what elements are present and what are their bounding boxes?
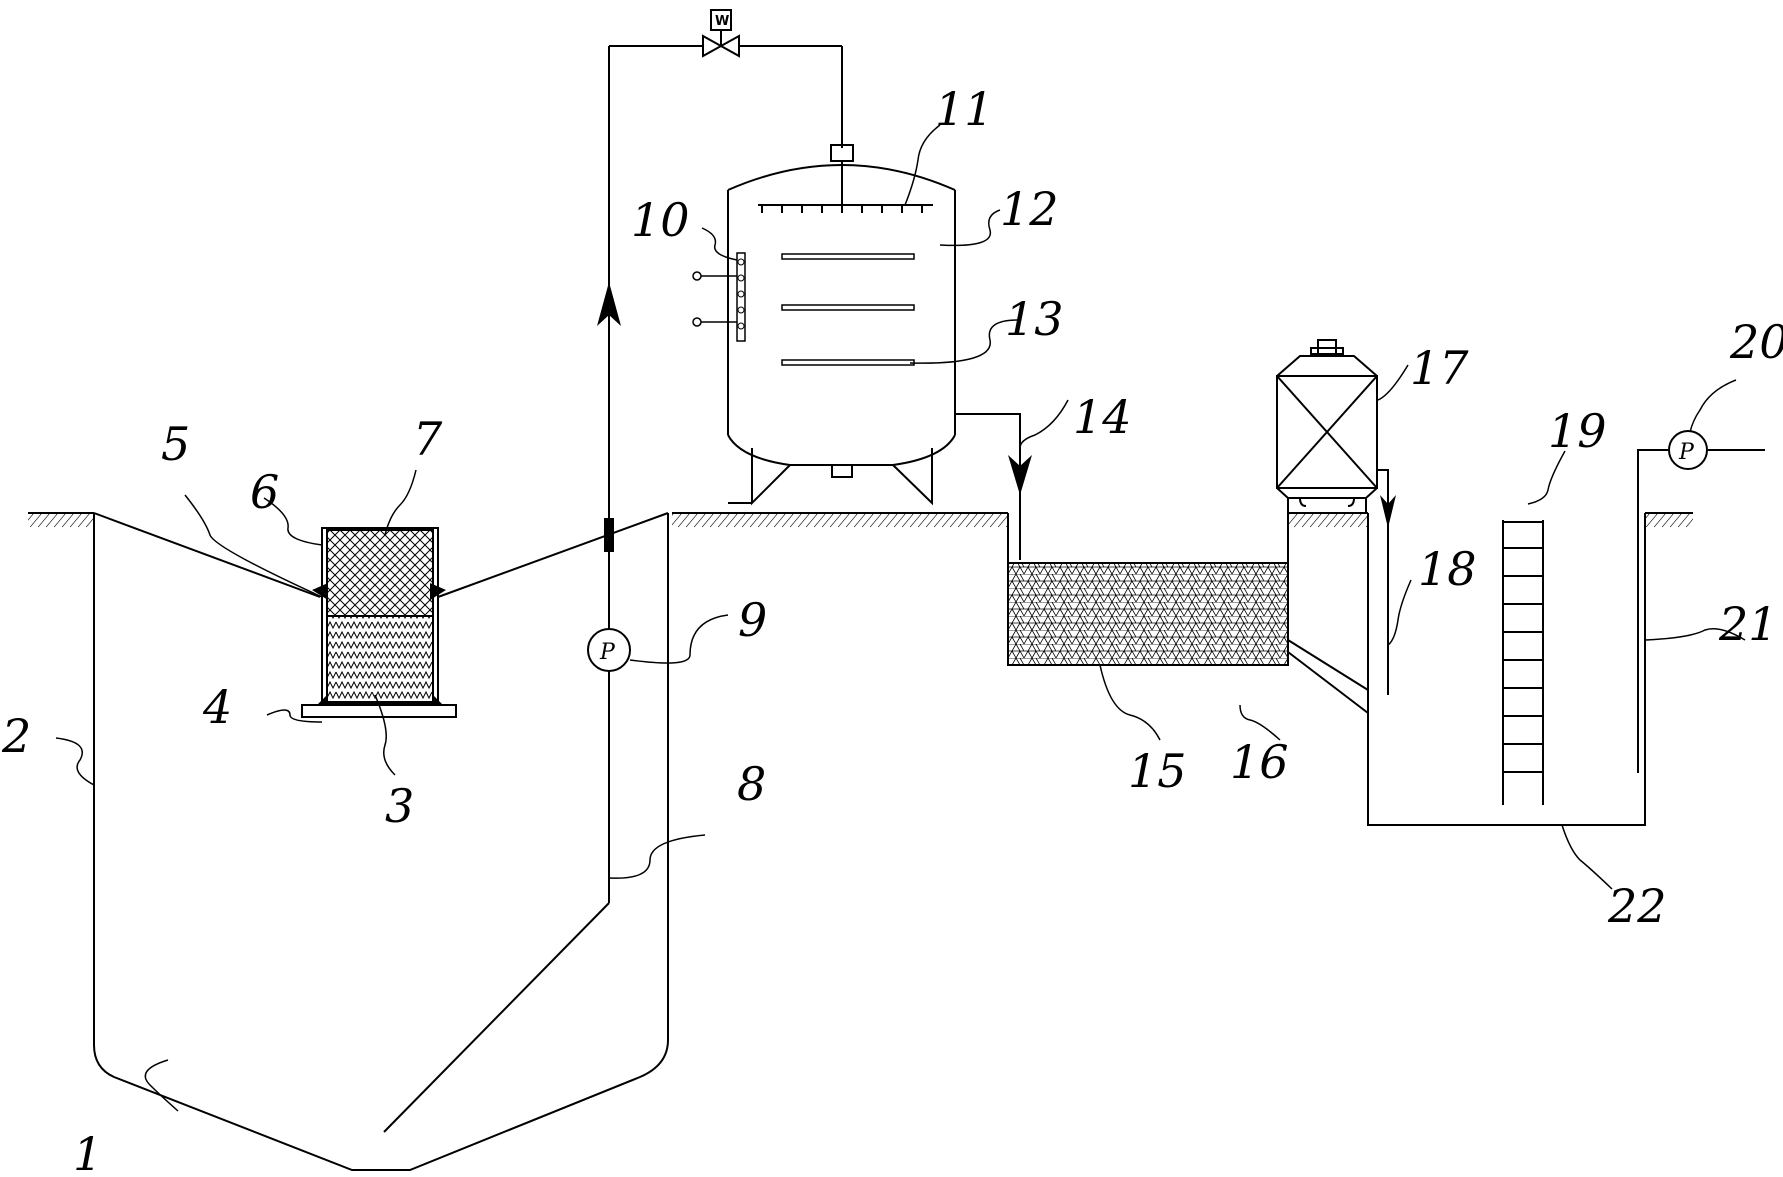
pump-20-symbol: P <box>1678 440 1695 465</box>
label-18: 18 <box>1418 542 1477 596</box>
reaction-tank <box>692 144 956 506</box>
label-4: 4 <box>202 680 232 734</box>
dosing-tank <box>1276 339 1396 695</box>
lift-pipe <box>383 45 843 1133</box>
filter-bed <box>1007 513 1289 666</box>
label-21: 21 <box>1718 597 1778 651</box>
label-5: 5 <box>161 417 190 471</box>
label-7: 7 <box>413 412 443 466</box>
discharge-pipe: P <box>1637 430 1765 773</box>
label-14: 14 <box>1073 390 1132 444</box>
pump-9-symbol: P <box>587 628 631 672</box>
connecting-pipe <box>1287 639 1369 714</box>
label-2: 2 <box>1 709 31 763</box>
label-10: 10 <box>631 193 690 247</box>
label-17: 17 <box>1410 341 1469 395</box>
control-valve: W <box>702 9 740 58</box>
label-8: 8 <box>737 757 766 811</box>
label-15: 15 <box>1128 744 1187 798</box>
svg-text:P: P <box>599 640 616 665</box>
label-13: 13 <box>1005 292 1064 346</box>
label-6: 6 <box>250 465 279 519</box>
label-19: 19 <box>1548 404 1607 458</box>
label-11: 11 <box>935 82 994 136</box>
collection-pit <box>93 513 669 1171</box>
leader-lines <box>55 124 1746 1112</box>
label-12: 12 <box>1000 182 1059 236</box>
callout-labels: 1 2 3 4 5 6 7 8 9 10 11 12 13 14 15 16 1… <box>1 82 1783 1177</box>
label-3: 3 <box>385 779 414 833</box>
ground-surface <box>28 512 1693 527</box>
label-22: 22 <box>1607 879 1667 933</box>
label-1: 1 <box>73 1127 102 1177</box>
label-9: 9 <box>738 593 767 647</box>
filter-box <box>301 527 457 718</box>
clear-water-tank <box>1367 513 1646 826</box>
outlet-pipe <box>955 413 1032 560</box>
svg-text:W: W <box>715 14 729 29</box>
label-16: 16 <box>1230 735 1289 789</box>
label-20: 20 <box>1729 315 1783 369</box>
ladder <box>1502 520 1544 805</box>
